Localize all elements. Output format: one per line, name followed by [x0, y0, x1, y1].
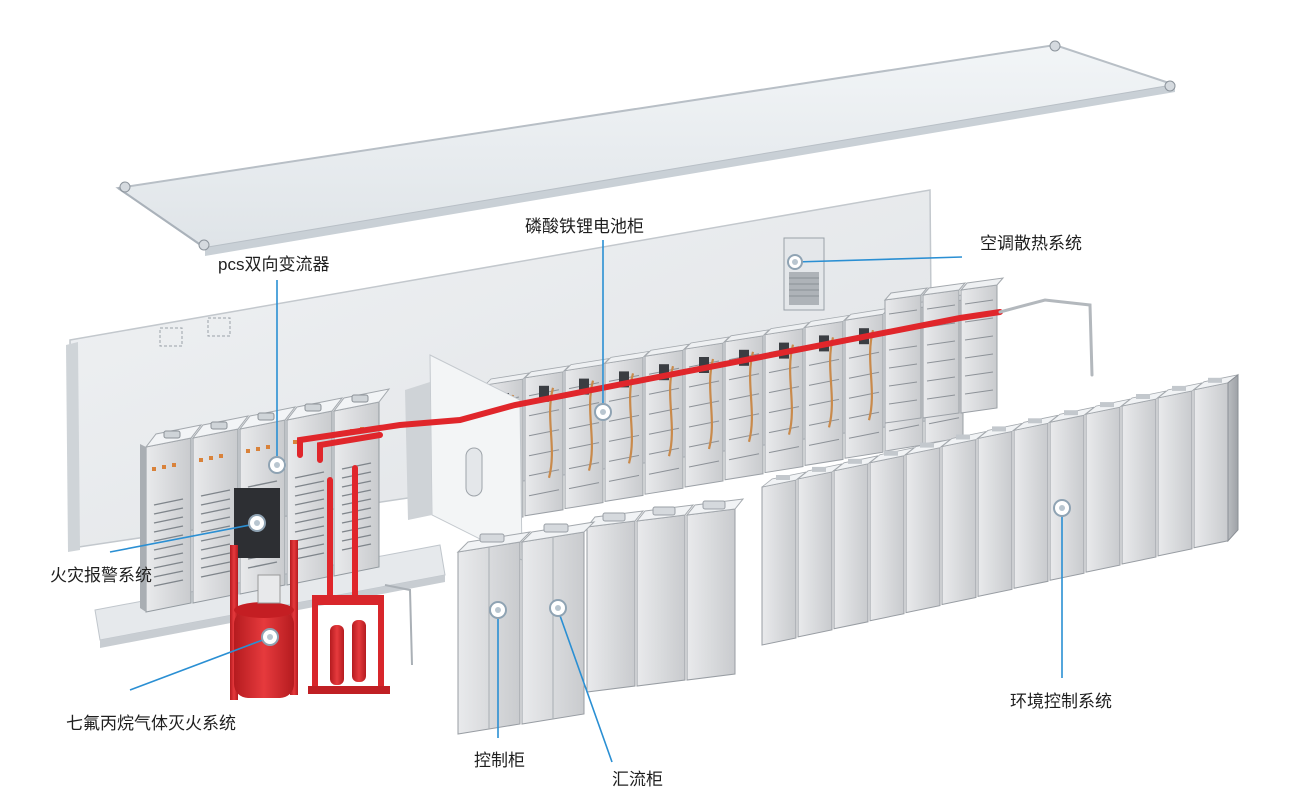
battery-cabinet [883, 287, 929, 424]
control-cabinet [520, 521, 596, 725]
environment-control-cabinet [833, 455, 879, 630]
label-fire-alarm: 火灾报警系统 [50, 566, 152, 585]
control-cabinet [456, 531, 532, 735]
callout-marker-control [489, 601, 507, 619]
callout-lines [109, 240, 1063, 763]
battery-cabinet-row [483, 277, 1005, 524]
battery-cabinet [563, 358, 611, 510]
combiner-cabinet [685, 498, 745, 681]
battery-cabinet [763, 322, 811, 474]
callout-marker-combiner [549, 599, 567, 617]
label-pcs: pcs双向变流器 [218, 255, 329, 274]
callout-marker-battery [594, 403, 612, 421]
battery-cabinet [959, 277, 1005, 414]
environment-control-cabinet [941, 431, 987, 606]
callout-marker-pcs [268, 456, 286, 474]
environment-control-cabinet [1049, 406, 1095, 581]
environment-control-cabinet [761, 471, 807, 646]
callout-line-fire-alarm [109, 523, 256, 553]
battery-cabinet [683, 336, 731, 488]
battery-cabinet [803, 314, 851, 466]
pcs-cabinet [144, 424, 203, 613]
fire-pipe [297, 298, 1094, 603]
environment-control-cabinet [797, 463, 843, 638]
combiner-cabinet-group [585, 498, 745, 693]
label-control-cabinet: 控制柜 [474, 751, 525, 770]
fire-extinguishing-equipment [230, 488, 413, 700]
environment-control-cabinet [869, 447, 915, 622]
callout-line-combiner [557, 609, 613, 763]
pcs-cabinet [191, 415, 250, 604]
battery-cabinet [603, 350, 651, 502]
environment-control-cabinet [977, 423, 1023, 598]
callout-marker-ac [787, 254, 803, 270]
battery-cabinet [723, 329, 771, 481]
environment-control-cabinet [1085, 398, 1131, 573]
environment-control-cabinet [905, 439, 951, 614]
environment-control-cabinet [1121, 390, 1167, 565]
divider-wall [405, 354, 523, 561]
callout-labels: pcs双向变流器 磷酸铁锂电池柜 空调散热系统 火灾报警系统 七氟丙烷气体灭火系… [50, 217, 1112, 789]
label-env-control: 环境控制系统 [1010, 692, 1112, 711]
combiner-cabinet [635, 504, 695, 687]
callout-markers [248, 254, 1071, 646]
roof-panel [115, 40, 1176, 256]
label-ac: 空调散热系统 [980, 234, 1082, 253]
combiner-cabinet [585, 510, 645, 693]
battery-cabinet [921, 282, 967, 419]
label-extinguish: 七氟丙烷气体灭火系统 [66, 714, 236, 733]
environment-control-cabinet [1157, 382, 1203, 557]
callout-marker-fire-alarm [248, 514, 266, 532]
callout-line-extinguish [129, 637, 269, 691]
callout-line-ac [794, 256, 963, 263]
battery-cabinet [523, 365, 571, 517]
control-cabinet-group [456, 521, 596, 735]
environment-control-row [761, 373, 1239, 646]
label-combiner-cabinet: 汇流柜 [612, 770, 663, 789]
battery-cabinet [643, 343, 691, 495]
air-conditioner-unit [783, 237, 825, 311]
callout-marker-env [1053, 499, 1071, 517]
label-battery: 磷酸铁锂电池柜 [525, 217, 644, 236]
callout-marker-extinguish [261, 628, 279, 646]
